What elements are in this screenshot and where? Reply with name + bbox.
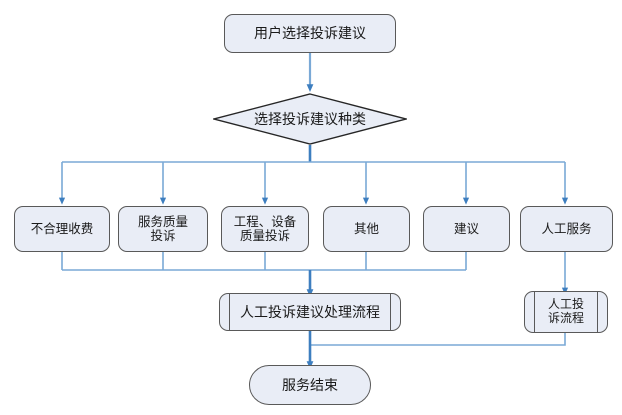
node-process-manual-complaint-suggestion-label: 人工投诉建议处理流程 xyxy=(240,303,380,320)
node-decision[interactable]: 选择投诉建议种类 xyxy=(213,93,407,145)
node-end[interactable]: 服务结束 xyxy=(249,365,371,405)
node-option-suggestion[interactable]: 建议 xyxy=(423,206,510,252)
node-process-manual-complaint[interactable]: 人工投 诉流程 xyxy=(524,291,608,333)
node-option-manual-service[interactable]: 人工服务 xyxy=(520,206,613,252)
node-process-manual-complaint-label: 人工投 诉流程 xyxy=(547,297,584,325)
edge-manual-process-to-end xyxy=(310,333,566,346)
node-option1-label: 不合理收费 xyxy=(30,221,94,236)
node-option6-label: 人工服务 xyxy=(541,221,592,236)
node-option2-label: 服务质量 投诉 xyxy=(137,214,188,243)
node-option5-label: 建议 xyxy=(453,221,479,236)
node-start[interactable]: 用户选择投诉建议 xyxy=(224,14,396,53)
node-process-manual-complaint-suggestion[interactable]: 人工投诉建议处理流程 xyxy=(219,293,401,331)
edge-decision-fanout xyxy=(58,145,569,205)
node-option-unreasonable-charge[interactable]: 不合理收费 xyxy=(14,206,110,252)
node-start-label: 用户选择投诉建议 xyxy=(254,25,366,42)
node-option-service-quality-complaint[interactable]: 服务质量 投诉 xyxy=(118,206,208,252)
node-decision-label: 选择投诉建议种类 xyxy=(254,110,366,127)
node-option-engineering-equipment-quality-complaint[interactable]: 工程、设备 质量投诉 xyxy=(221,206,309,252)
node-end-label: 服务结束 xyxy=(282,376,338,393)
node-option3-label: 工程、设备 质量投诉 xyxy=(233,214,297,243)
node-option4-label: 其他 xyxy=(353,221,379,236)
edge-options-merge xyxy=(61,252,467,298)
diamond-shape xyxy=(213,93,407,145)
node-option-other[interactable]: 其他 xyxy=(323,206,410,252)
